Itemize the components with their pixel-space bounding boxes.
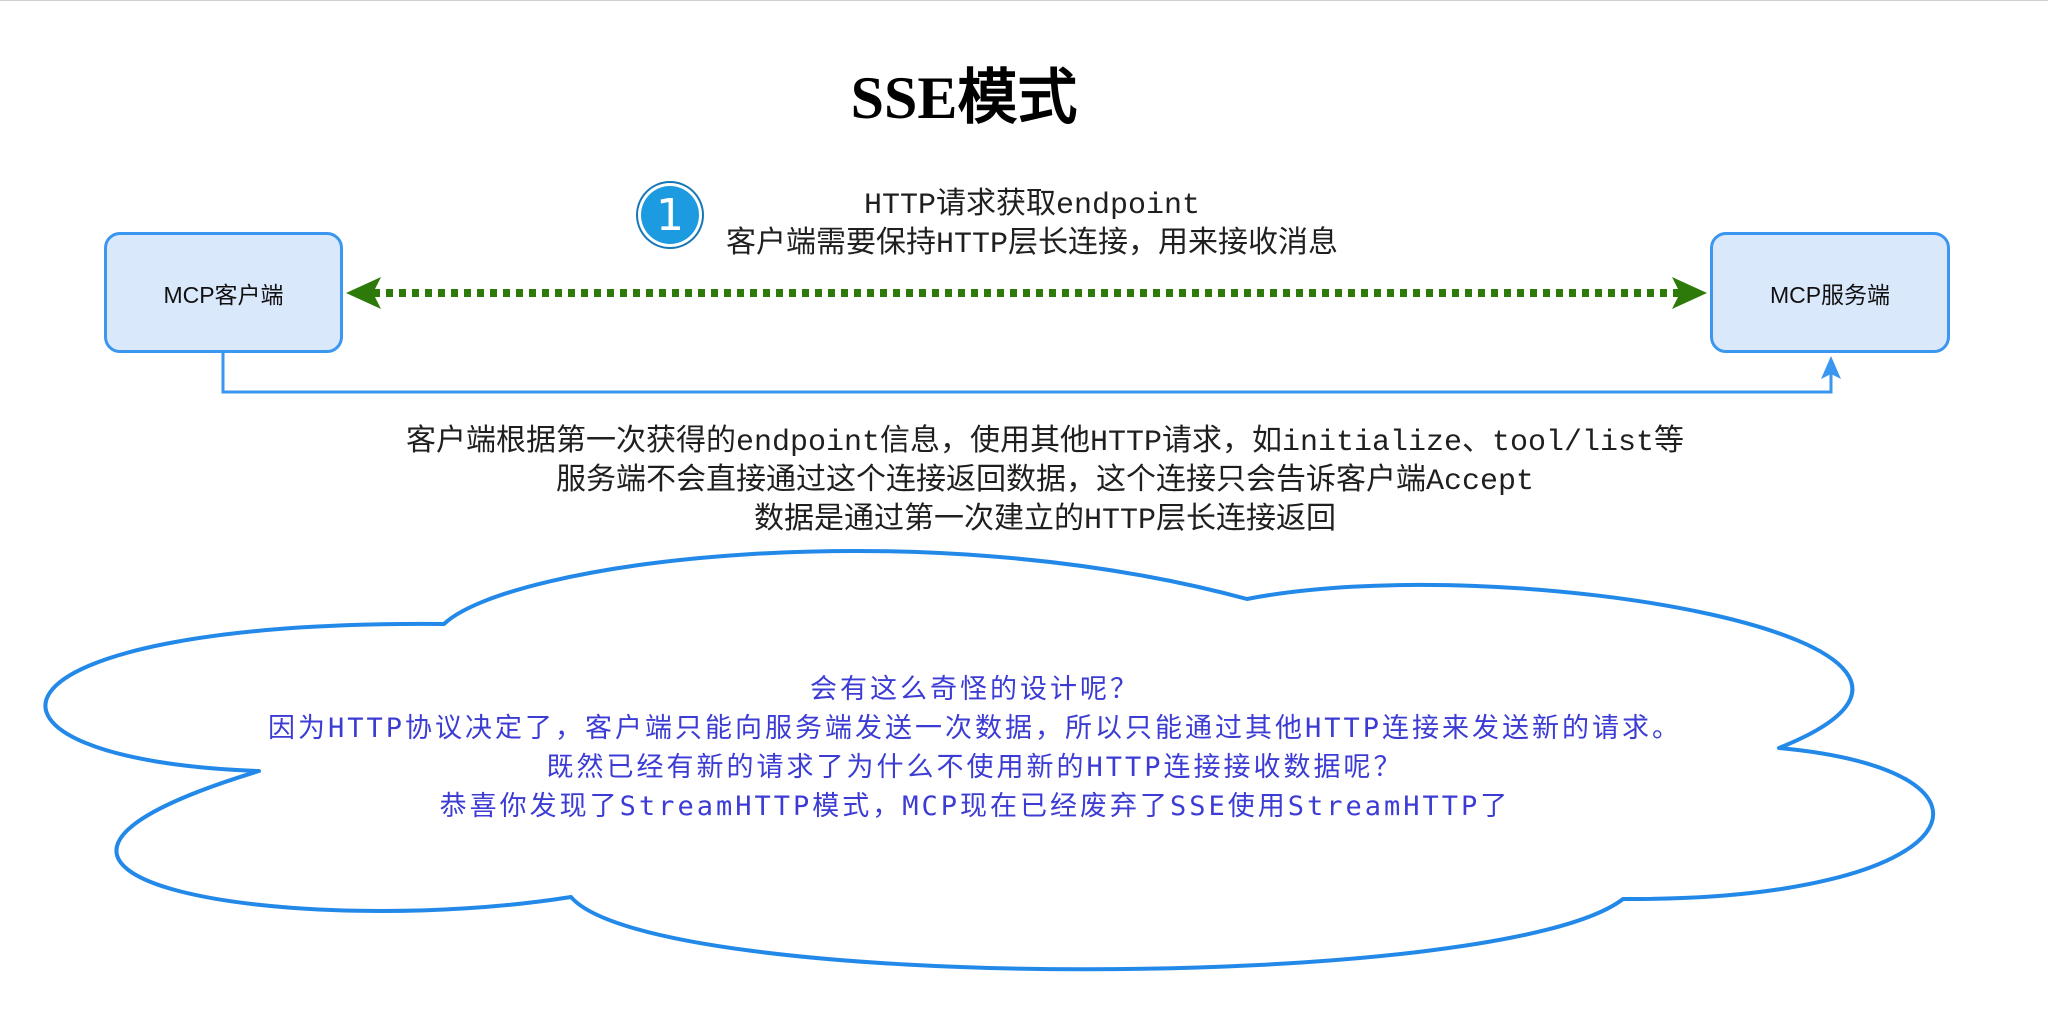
cloud-note-line: 会有这么奇怪的设计呢？ bbox=[810, 674, 1140, 705]
page-title: SSE模式 bbox=[850, 65, 1078, 131]
server-node: MCP服务端 bbox=[1710, 232, 1950, 353]
step2-line: 客户端根据第一次获得的endpoint信息，使用其他HTTP请求，如initia… bbox=[405, 426, 1685, 460]
request-arrowhead bbox=[1821, 356, 1841, 379]
cloud-note-line: 恭喜你发现了StreamHTTP模式，MCP现在已经废弃了SSE使用Stream… bbox=[439, 791, 1511, 822]
cloud-note: 会有这么奇怪的设计呢？ 因为HTTP协议决定了，客户端只能向服务端发送一次数据，… bbox=[175, 670, 1775, 826]
request-connector-line bbox=[221, 353, 1833, 394]
step2-label: 客户端根据第一次获得的endpoint信息，使用其他HTTP请求，如initia… bbox=[245, 424, 1845, 541]
step-badge-number: 1 bbox=[656, 189, 684, 241]
client-node-label: MCP客户端 bbox=[163, 281, 284, 308]
step2-line: 服务端不会直接通过这个连接返回数据，这个连接只会告诉客户端Accept bbox=[555, 465, 1535, 499]
cloud-note-line: 因为HTTP协议决定了，客户端只能向服务端发送一次数据，所以只能通过其他HTTP… bbox=[267, 713, 1683, 744]
cloud-shape bbox=[43, 549, 1935, 972]
cloud-note-line: 既然已经有新的请求了为什么不使用新的HTTP连接接收数据呢？ bbox=[546, 752, 1404, 783]
sse-arrowhead-right bbox=[1672, 277, 1707, 309]
step1-line: HTTP请求获取endpoint bbox=[863, 189, 1201, 223]
top-border bbox=[0, 0, 2048, 1]
step1-label: HTTP请求获取endpoint 客户端需要保持HTTP层长连接，用来接收消息 bbox=[432, 187, 1632, 265]
sse-arrowhead-left bbox=[346, 277, 381, 309]
badge-circle bbox=[641, 186, 699, 244]
client-node: MCP客户端 bbox=[104, 232, 343, 353]
step1-line: 客户端需要保持HTTP层长连接，用来接收消息 bbox=[725, 228, 1338, 262]
step2-line: 数据是通过第一次建立的HTTP层长连接返回 bbox=[753, 504, 1336, 538]
server-node-label: MCP服务端 bbox=[1769, 281, 1891, 308]
